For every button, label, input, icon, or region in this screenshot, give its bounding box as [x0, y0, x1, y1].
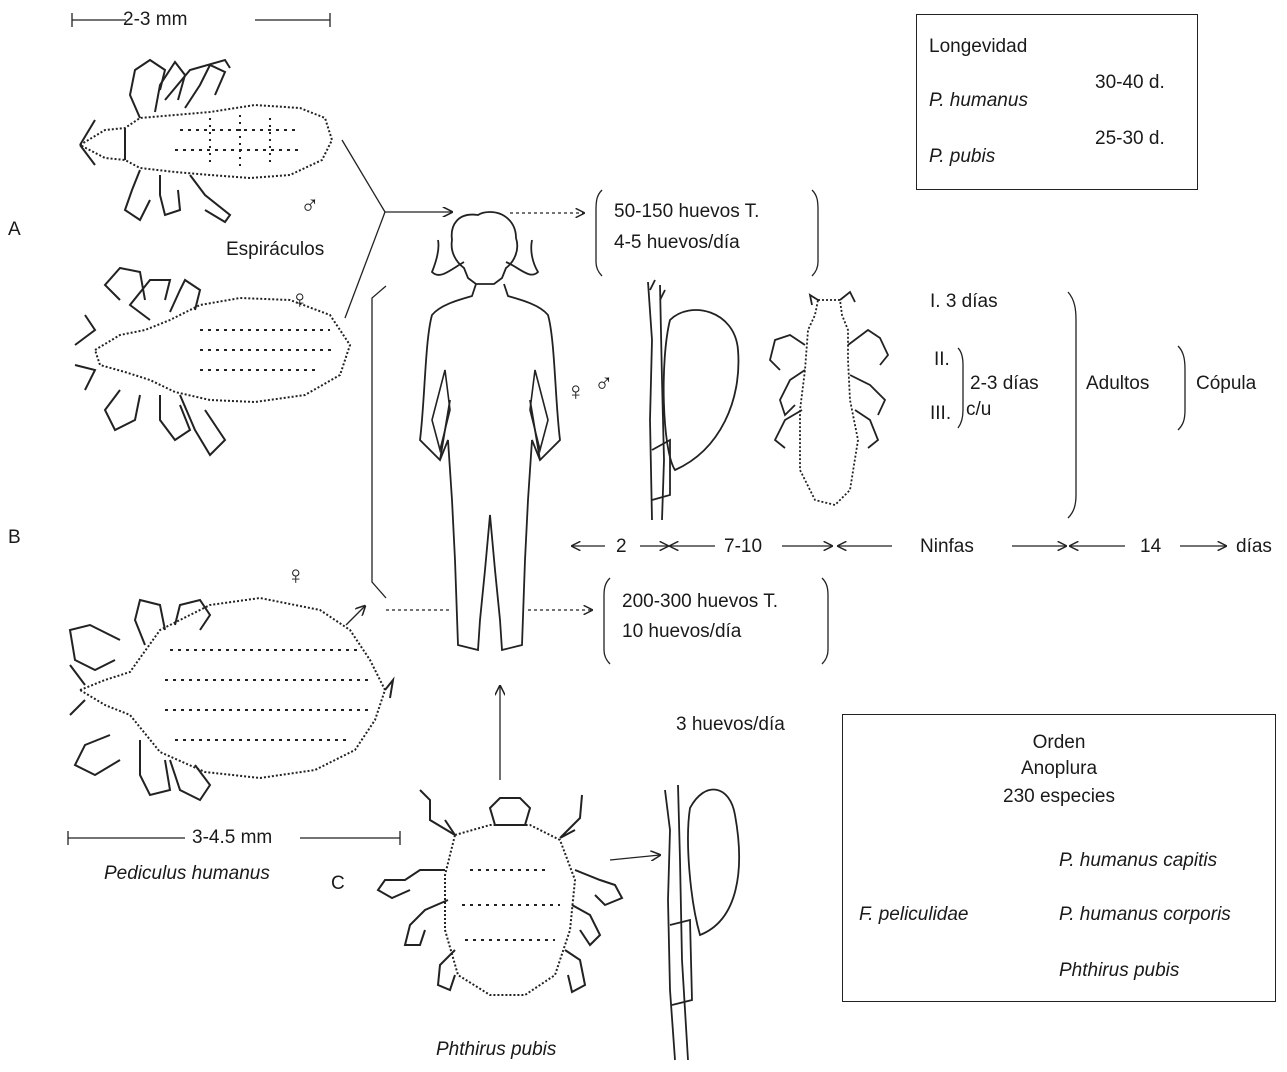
- taxonomy-sp-3: Phthirus pubis: [1059, 961, 1179, 980]
- timeline-14: 14: [1140, 537, 1161, 556]
- label-a: A: [8, 220, 21, 239]
- longevity-title: Longevidad: [929, 37, 1027, 56]
- connector-lines: [342, 140, 660, 860]
- human-arm-lines: [432, 370, 548, 450]
- timeline-7-10: 7-10: [724, 537, 762, 556]
- scale-bar-top: [72, 13, 330, 27]
- eggs-bottom-line2: 10 huevos/día: [622, 622, 741, 641]
- taxonomy-family: F. peliculidae: [859, 905, 969, 924]
- longevity-species-1: P. humanus: [929, 91, 1028, 110]
- label-b: B: [8, 528, 21, 547]
- stage-i: I. 3 días: [930, 292, 998, 311]
- taxonomy-sp-2: P. humanus corporis: [1059, 905, 1231, 924]
- eggs-pubis: 3 huevos/día: [676, 715, 785, 734]
- female-symbol: ♀: [290, 286, 310, 312]
- longevity-value-2: 25-30 d.: [1095, 129, 1165, 148]
- egg-bottom-illustration: [665, 785, 739, 1060]
- taxonomy-box: Orden Anoplura 230 especies F. peliculid…: [842, 714, 1276, 1002]
- pair-male-symbol: ♂: [594, 370, 614, 396]
- phthirus-label: Phthirus pubis: [436, 1040, 556, 1059]
- female-symbol-2: ♀: [286, 562, 306, 588]
- scale-label-bottom: 3-4.5 mm: [192, 828, 272, 847]
- nymph-illustration: [770, 292, 888, 505]
- louse-large-female-illustration: [70, 598, 393, 800]
- stage-ii: II.: [934, 350, 950, 369]
- espiraculos-label: Espiráculos: [226, 240, 324, 259]
- egg-output-arrows: [386, 213, 592, 610]
- taxonomy-sp-1: P. humanus capitis: [1059, 851, 1217, 870]
- phthirus-pubis-illustration: [378, 790, 622, 995]
- egg-on-hair-illustration: [648, 280, 738, 520]
- eggs-top-line1: 50-150 huevos T.: [614, 202, 759, 221]
- longevity-value-1: 30-40 d.: [1095, 73, 1165, 92]
- pediculus-label: Pediculus humanus: [104, 864, 270, 883]
- stage-ii-iii-days: 2-3 días: [970, 374, 1039, 393]
- male-symbol: ♂: [300, 192, 320, 218]
- scale-label-top: 2-3 mm: [123, 10, 187, 29]
- taxonomy-species-count: 230 especies: [843, 787, 1275, 806]
- stage-adultos: Adultos: [1086, 374, 1149, 393]
- eggs-top-line2: 4-5 huevos/día: [614, 233, 740, 252]
- human-figure-outline: [420, 212, 560, 650]
- stage-iii: III.: [930, 404, 951, 423]
- timeline-2: 2: [616, 537, 627, 556]
- stage-cu: c/u: [966, 400, 991, 419]
- timeline-dias: días: [1236, 537, 1272, 556]
- label-c: C: [331, 874, 345, 893]
- taxonomy-anoplura: Anoplura: [843, 759, 1275, 778]
- longevity-species-2: P. pubis: [929, 147, 995, 166]
- taxonomy-order: Orden: [843, 733, 1275, 752]
- timeline-ninfas: Ninfas: [920, 537, 974, 556]
- pair-female-symbol: ♀: [566, 378, 586, 404]
- eggs-bottom-line1: 200-300 huevos T.: [622, 592, 778, 611]
- louse-a-male-illustration: [80, 60, 332, 222]
- longevity-box: Longevidad P. humanus P. pubis 30-40 d. …: [916, 14, 1198, 190]
- stage-copula: Cópula: [1196, 374, 1256, 393]
